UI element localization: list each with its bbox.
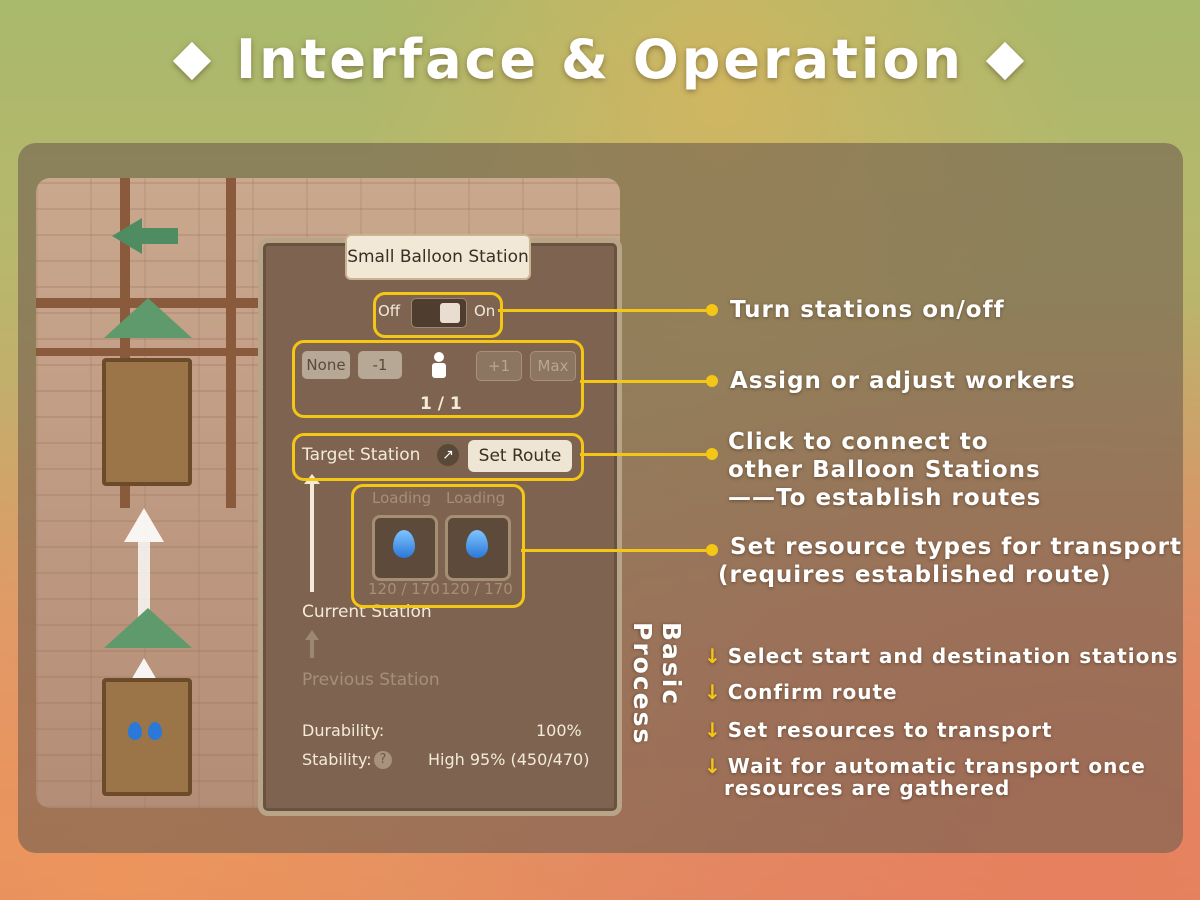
previous-station-label: Previous Station: [302, 670, 440, 690]
route-arrow-up-icon: [305, 630, 319, 640]
durability-value: 100%: [536, 721, 582, 740]
process-step-4-continued: resources are gathered: [724, 776, 1011, 800]
workers-none-button[interactable]: None: [302, 351, 350, 379]
annotation-toggle: Turn stations on/off: [730, 297, 1005, 323]
station-title: Small Balloon Station: [345, 234, 531, 280]
page-title: ◆ Interface & Operation ◆: [0, 28, 1200, 91]
stability-value: High 95% (450/470): [428, 750, 590, 769]
route-arrow-up-icon: [124, 508, 164, 542]
process-step-2: ↓Confirm route: [704, 680, 898, 704]
diamond-right-icon: ◆: [985, 28, 1028, 86]
resource-slot-2[interactable]: [445, 515, 511, 581]
toggle-knob: [440, 303, 460, 323]
stability-label: Stability:: [302, 750, 372, 769]
resource-slot-1[interactable]: [372, 515, 438, 581]
highlight-workers: [292, 340, 584, 418]
annotation-route-3: ——To establish routes: [728, 485, 1042, 511]
weathervane-arrow-icon: [112, 218, 142, 254]
process-step-3: ↓Set resources to transport: [704, 718, 1053, 742]
slot-1-amount: 120 / 170: [368, 580, 440, 598]
workers-count: 1 / 1: [420, 394, 462, 414]
arrow-down-icon: ↓: [704, 718, 722, 742]
connector-line: [580, 453, 710, 456]
arrow-down-icon: ↓: [704, 680, 722, 704]
route-vertical-line: [310, 482, 314, 592]
weathervane-tail: [142, 228, 178, 244]
process-step-1: ↓Select start and destination stations: [704, 644, 1179, 668]
highlight-toggle: [373, 292, 503, 338]
basic-process-heading: Basic Process: [628, 622, 686, 746]
tower-roof: [104, 298, 192, 338]
process-step-4: ↓Wait for automatic transport once: [704, 754, 1146, 778]
water-drop-icon: [148, 722, 162, 740]
help-icon[interactable]: ?: [374, 751, 392, 769]
slot-2-amount: 120 / 170: [441, 580, 513, 598]
connector-line: [580, 380, 710, 383]
connector-dot: [706, 544, 718, 556]
connector-dot: [706, 304, 718, 316]
annotation-resources-1: Set resource types for transport: [730, 534, 1182, 560]
durability-label: Durability:: [302, 721, 385, 740]
highlight-route: [292, 433, 584, 481]
worker-icon: [430, 352, 448, 378]
toggle-on-label: On: [474, 302, 496, 320]
slot-1-label: Loading: [372, 489, 432, 507]
route-vertical-line-faded: [310, 640, 314, 658]
workers-max-button[interactable]: Max: [530, 351, 576, 381]
toggle-off-label: Off: [378, 302, 401, 320]
slot-2-label: Loading: [446, 489, 506, 507]
annotation-route-1: Click to connect to: [728, 429, 989, 455]
water-drop-icon: [128, 722, 142, 740]
workers-plus-button[interactable]: +1: [476, 351, 522, 381]
water-drop-icon: [466, 530, 488, 558]
wood-post: [226, 178, 236, 508]
tower-cabin: [102, 678, 192, 796]
target-station-label: Target Station: [302, 445, 421, 465]
connector-line: [498, 309, 710, 312]
connector-dot: [706, 448, 718, 460]
highlight-resources: [351, 484, 525, 608]
arrow-down-icon: ↓: [704, 644, 722, 668]
arrow-down-icon: ↓: [704, 754, 722, 778]
water-drop-icon: [393, 530, 415, 558]
tower-cabin: [102, 358, 192, 486]
annotation-resources-2: (requires established route): [718, 562, 1112, 588]
power-toggle[interactable]: [411, 298, 467, 328]
diamond-left-icon: ◆: [172, 28, 215, 86]
target-link-icon[interactable]: ↗: [437, 444, 459, 466]
workers-minus-button[interactable]: -1: [358, 351, 402, 379]
set-route-button[interactable]: Set Route: [468, 440, 572, 472]
annotation-route-2: other Balloon Stations: [728, 457, 1041, 483]
connector-line: [521, 549, 710, 552]
connector-dot: [706, 375, 718, 387]
title-text: Interface & Operation: [236, 28, 964, 91]
annotation-workers: Assign or adjust workers: [730, 368, 1076, 394]
wood-post: [120, 178, 130, 508]
tower-roof: [104, 608, 192, 648]
